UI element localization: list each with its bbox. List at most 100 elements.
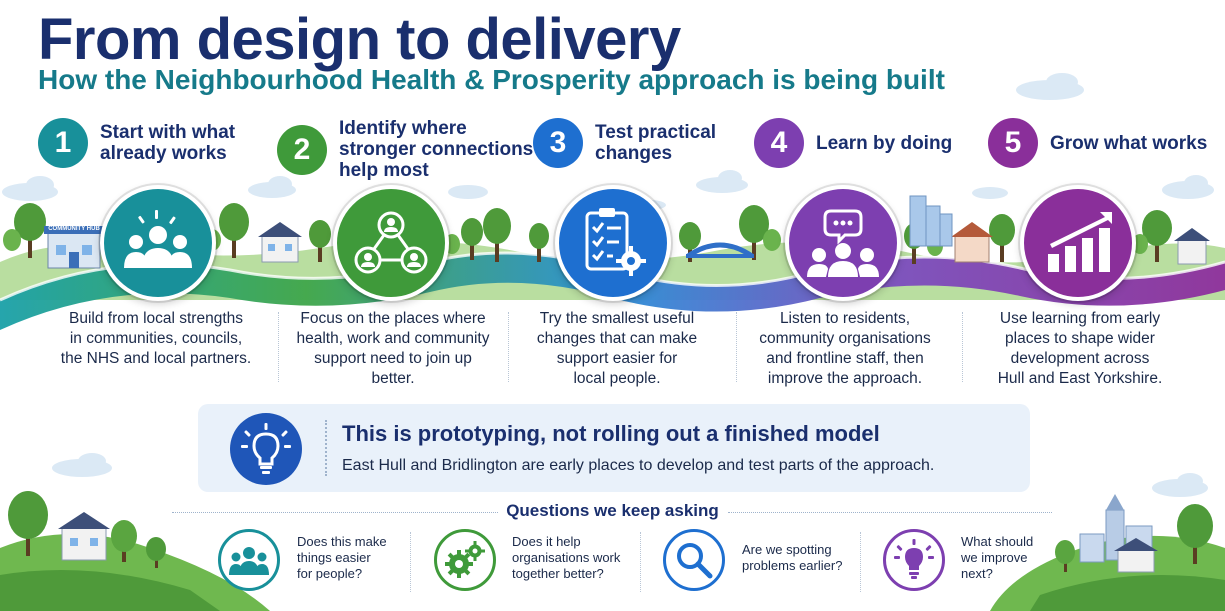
page-subtitle: How the Neighbourhood Health & Prosperit… [38, 64, 945, 95]
step-2-title-line: stronger connections [339, 139, 534, 160]
question-line: What should [961, 534, 1034, 549]
divider [278, 312, 279, 382]
community-hub-building [44, 226, 104, 269]
question-line: organisations work [512, 550, 621, 565]
desc-line: and frontline staff, then [766, 350, 924, 367]
people-chat-icon [807, 209, 879, 277]
question-4-icon-circle [883, 529, 945, 591]
page-title: From design to delivery [38, 7, 681, 72]
questions-rule-left [172, 512, 498, 513]
step-2-description: Focus on the places where health, work a… [283, 309, 503, 389]
trees [3, 203, 1172, 264]
desc-line: Focus on the places where [300, 310, 486, 327]
desc-line: Use learning from early [999, 310, 1161, 327]
community-hub-sign: COMMUNITY HUB [48, 226, 100, 232]
step-2-header: 2 Identify where stronger connections he… [277, 118, 533, 181]
desc-line: the NHS and local partners. [60, 350, 252, 367]
question-1-icon-circle [218, 529, 280, 591]
banner-title: This is prototyping, not rolling out a f… [342, 421, 880, 446]
question-line: problems earlier? [742, 558, 843, 573]
step-4-title: Learn by doing [816, 133, 952, 154]
question-line: Does it help [512, 534, 581, 549]
step-3-icon-circle [555, 185, 671, 301]
divider [508, 312, 509, 382]
desc-line: Build from local strengths [68, 310, 244, 327]
question-3-text: Are we spotting problems earlier? [742, 542, 852, 574]
step-1-description: Build from local strengths in communitie… [46, 309, 266, 369]
banner-text: East Hull and Bridlington are early plac… [342, 457, 935, 474]
desc-line: improve the approach. [767, 370, 923, 387]
desc-line: support easier for [556, 350, 678, 367]
question-1-text: Does this make things easier for people? [297, 534, 407, 582]
step-2-title-line: help most [339, 160, 429, 181]
bridge [686, 242, 754, 259]
prototyping-banner [198, 404, 1030, 492]
clouds [2, 73, 1214, 497]
question-line: Does this make [297, 534, 387, 549]
step-4-title-line: Learn by doing [816, 132, 953, 154]
step-3-description: Try the smallest useful changes that can… [507, 309, 727, 389]
step-1-title-line: Start with what [100, 122, 236, 143]
question-line: we improve [961, 550, 1028, 565]
clipboard-checklist-icon [585, 208, 646, 276]
banner-icon-circle [230, 413, 302, 485]
bottom-left-scene [8, 491, 166, 568]
banner-divider [325, 420, 327, 476]
question-3-icon-circle [663, 529, 725, 591]
bottom-right-scene [1055, 494, 1213, 573]
desc-line: better. [371, 370, 415, 387]
desc-line: in communities, councils, [69, 330, 243, 347]
question-line: for people? [297, 566, 363, 581]
step-5-description: Use learning from early places to shape … [970, 309, 1190, 389]
step-4-icon-circle [785, 185, 901, 301]
question-2-icon-circle [434, 529, 496, 591]
lightbulb-icon [894, 539, 934, 579]
desc-line: changes that can make [536, 330, 698, 347]
growth-chart-icon [1048, 212, 1112, 272]
desc-line: places to shape wider [1005, 330, 1155, 347]
question-divider [640, 532, 641, 592]
step-2-title-line: Identify where [339, 118, 467, 139]
step-3-title-line: changes [595, 143, 673, 164]
step-3-number: 3 [533, 118, 583, 168]
step-5-title-line: Grow what works [1050, 132, 1208, 154]
houses [258, 222, 1210, 265]
question-line: Are we spotting [742, 542, 832, 557]
question-line: together better? [512, 566, 604, 581]
step-3-title: Test practical changes [595, 122, 716, 164]
step-1-icon-circle [100, 185, 216, 301]
magnifier-icon [677, 543, 713, 579]
step-4-number: 4 [754, 118, 804, 168]
question-line: next? [961, 566, 993, 581]
desc-line: development across [1010, 350, 1150, 367]
desc-line: support need to join up [314, 350, 472, 367]
step-5-header: 5 Grow what works [988, 118, 1207, 168]
divider [962, 312, 963, 382]
step-4-header: 4 Learn by doing [754, 118, 952, 168]
question-line: things easier [297, 550, 371, 565]
step-1-number: 1 [38, 118, 88, 168]
desc-line: Try the smallest useful [539, 310, 695, 327]
people-group-icon [124, 210, 192, 268]
desc-line: community organisations [759, 330, 931, 347]
desc-line: health, work and community [296, 330, 490, 347]
step-1-title: Start with what already works [100, 122, 235, 164]
step-3-title-line: Test practical [595, 122, 717, 143]
questions-heading: Questions we keep asking [506, 501, 719, 520]
people-icon [229, 547, 269, 575]
gears-icon [445, 541, 485, 578]
step-4-description: Listen to residents, community organisat… [735, 309, 955, 389]
desc-line: Listen to residents, [779, 310, 911, 327]
question-4-text: What should we improve next? [961, 534, 1071, 582]
questions-rule-right [728, 512, 1052, 513]
step-5-icon-circle [1020, 185, 1136, 301]
desc-line: local people. [573, 370, 661, 387]
city-buildings [909, 195, 953, 247]
question-2-text: Does it help organisations work together… [512, 534, 622, 582]
question-divider [410, 532, 411, 592]
step-5-title: Grow what works [1050, 133, 1207, 154]
lightbulb-icon [241, 423, 291, 474]
step-2-icon-circle [333, 185, 449, 301]
question-divider [860, 532, 861, 592]
network-connections-icon [354, 211, 428, 274]
